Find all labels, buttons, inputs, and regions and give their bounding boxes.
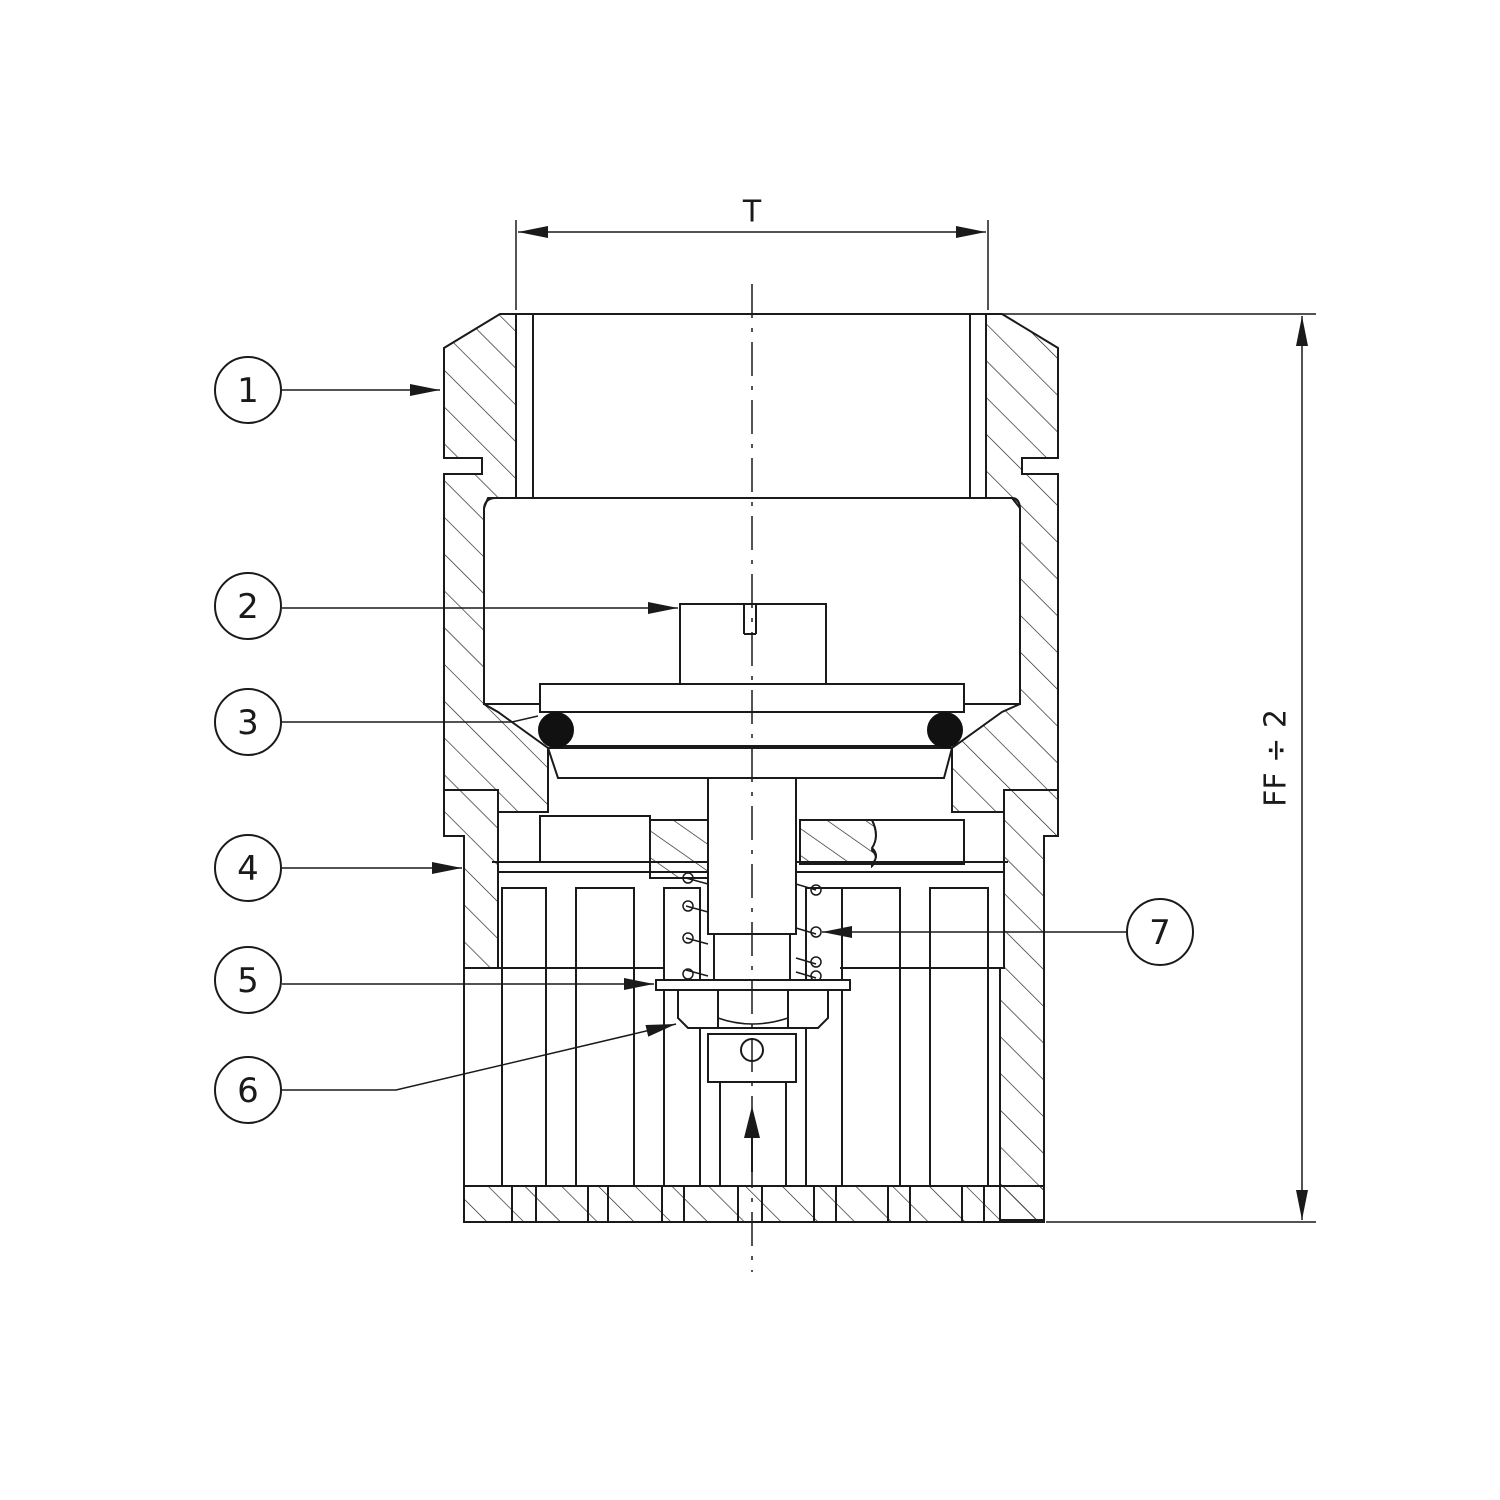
strainer-housing	[443, 789, 1059, 1223]
callout-4: 4	[214, 834, 462, 902]
callout-7: 7	[822, 898, 1194, 966]
dimension-height-label: FF ÷ 2	[1259, 709, 1294, 807]
o-ring-right	[927, 712, 963, 748]
callout-7-label: 7	[1149, 913, 1171, 953]
callout-1-label: 1	[237, 371, 259, 411]
callout-2-label: 2	[237, 587, 259, 627]
callout-5-label: 5	[237, 961, 259, 1001]
stem-head	[679, 603, 827, 685]
dimension-width-label: T	[742, 195, 762, 230]
callout-3-label: 3	[237, 703, 259, 743]
dimension-width: T	[515, 195, 989, 310]
callout-6-label: 6	[237, 1071, 259, 1111]
washer	[655, 979, 851, 991]
callout-5: 5	[214, 946, 654, 1014]
callout-3: 3	[214, 688, 539, 756]
callout-2: 2	[214, 572, 678, 640]
dimension-height: FF ÷ 2	[1000, 313, 1316, 1223]
callout-4-label: 4	[237, 849, 259, 889]
flow-arrow	[744, 1106, 760, 1172]
valve-body	[443, 313, 1059, 813]
callout-6: 6	[214, 1023, 677, 1124]
o-ring-left	[538, 712, 574, 748]
hex-nut	[677, 989, 829, 1029]
spring	[682, 872, 822, 982]
guide-ring	[539, 815, 965, 879]
callout-1: 1	[214, 356, 440, 424]
